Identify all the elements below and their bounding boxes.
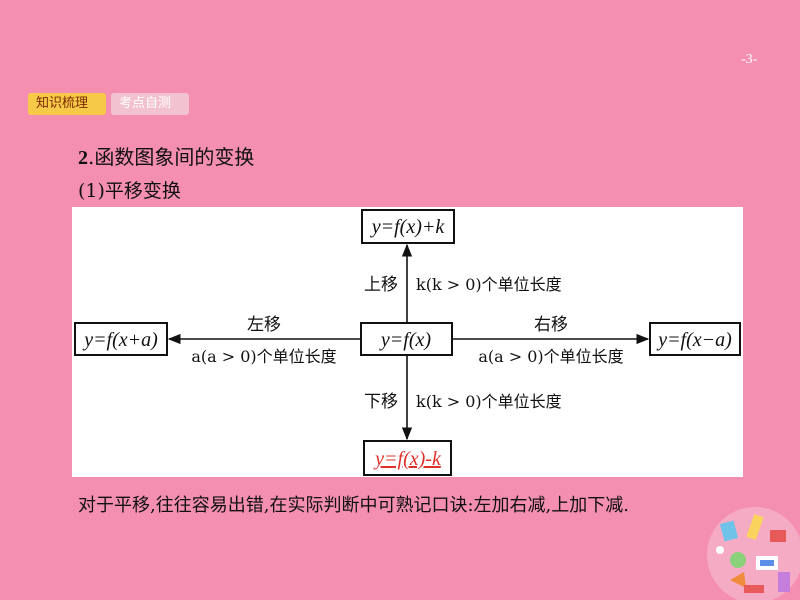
decorative-stationery-illustration (707, 507, 800, 600)
box-down (363, 440, 452, 476)
tab-knowledge-review[interactable]: 知识梳理 (28, 93, 106, 115)
label-center: y=f(x) (379, 329, 431, 351)
box-up (361, 209, 455, 244)
label-left-result: y=f(x+a) (82, 329, 158, 351)
label-down-action: 下移 (364, 392, 398, 412)
mnemonic-note: 对于平移,往往容易出错,在实际判断中可熟记口诀:左加右减,上加下减. (78, 495, 629, 516)
label-down-result: y=f(x)-k (373, 448, 442, 470)
label-right-action: 右移 (534, 315, 568, 335)
label-left-action: 左移 (247, 315, 281, 335)
label-right-amount: a(a > 0)个单位长度 (478, 347, 623, 366)
label-up-action: 上移 (364, 275, 398, 295)
label-right-result: y=f(x−a) (656, 329, 732, 351)
section-number: 2 (78, 147, 88, 169)
tab-self-test[interactable]: 考点自测 (111, 93, 189, 115)
label-down-amount: k(k > 0)个单位长度 (416, 392, 562, 411)
translation-diagram: y=f(x)+k y=f(x) y=f(x+a) y=f(x−a) y=f(x)… (72, 207, 743, 477)
section-title: 2.函数图象间的变换 (78, 145, 255, 169)
diagram-svg: y=f(x)+k y=f(x) y=f(x+a) y=f(x−a) y=f(x)… (74, 209, 741, 476)
section-title-text: 函数图象间的变换 (94, 145, 255, 169)
page-number: -3- (741, 52, 758, 67)
label-left-amount: a(a > 0)个单位长度 (191, 347, 336, 366)
label-up-amount: k(k > 0)个单位长度 (416, 275, 562, 294)
box-right (649, 322, 741, 356)
subsection-title: (1)平移变换 (78, 180, 181, 202)
label-up-result: y=f(x)+k (370, 216, 446, 238)
box-left (74, 322, 168, 356)
